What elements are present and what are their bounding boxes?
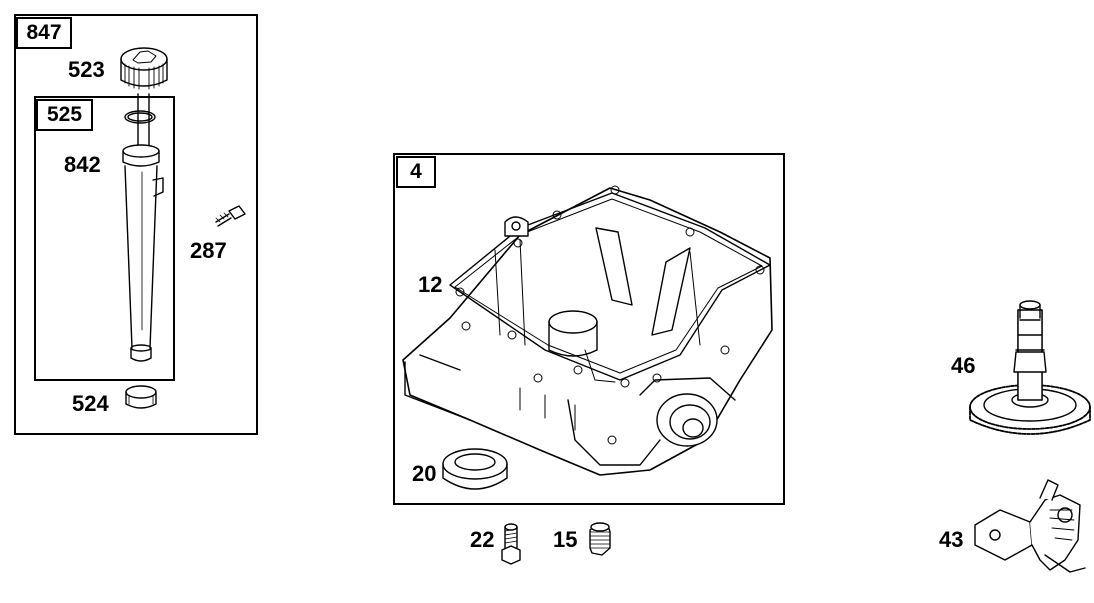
kit-525-frame	[34, 96, 175, 381]
o-ring-illustration	[124, 110, 156, 124]
label-part-46: 46	[951, 353, 976, 378]
label-part-524: 524	[72, 391, 109, 416]
label-part-15: 15	[553, 527, 578, 552]
kit-847-tag: 847	[16, 17, 72, 49]
label-part-842: 842	[64, 152, 101, 177]
label-part-523: 523	[68, 57, 105, 82]
dipstick-tube-illustration	[122, 144, 164, 362]
kit-4-tag: 4	[396, 156, 436, 188]
oil-seal-illustration	[442, 448, 508, 490]
kit-847-frame	[14, 14, 258, 435]
sump-base-illustration	[402, 185, 773, 476]
label-part-22: 22	[470, 527, 495, 552]
plug-524-illustration	[125, 385, 157, 409]
dipstick-cap-illustration	[120, 47, 168, 157]
label-part-20: 20	[412, 461, 437, 486]
kit-525-tag: 525	[36, 99, 93, 131]
bolt-287-illustration	[215, 205, 246, 227]
label-part-287: 287	[190, 238, 227, 263]
camshaft-gear-illustration	[969, 300, 1091, 435]
label-part-12: 12	[418, 272, 443, 297]
bolt-22-illustration	[501, 523, 521, 565]
kit-4-frame	[393, 153, 785, 505]
label-part-43: 43	[939, 527, 964, 552]
plug-15-illustration	[589, 522, 611, 556]
governor-bracket-illustration	[974, 479, 1086, 573]
